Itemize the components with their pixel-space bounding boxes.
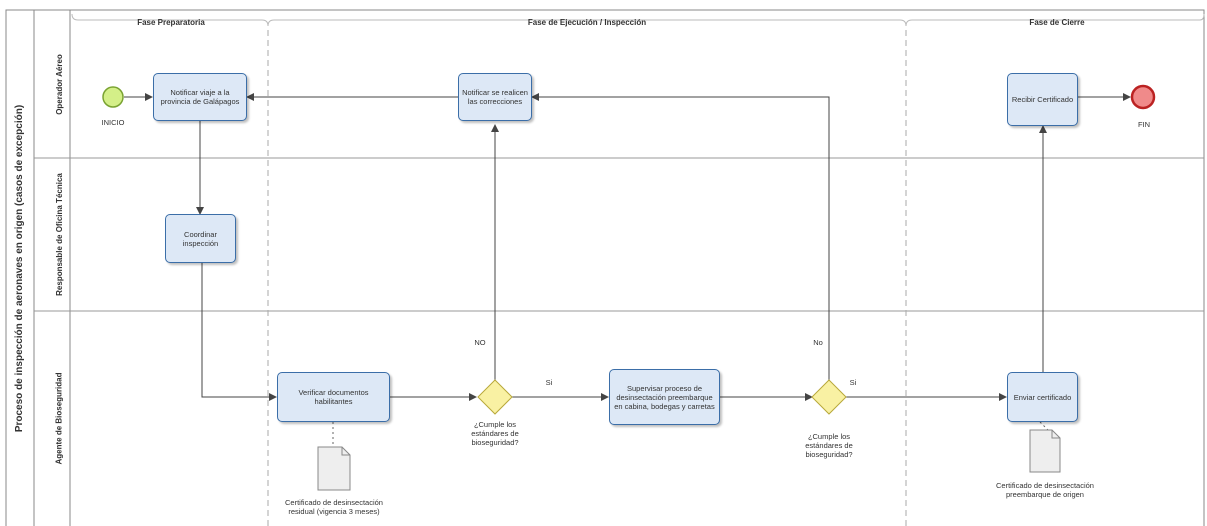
phase-brace-2 bbox=[267, 19, 907, 27]
task-enviar-certificado[interactable]: Enviar certificado bbox=[1007, 372, 1078, 422]
flow-g2-to-t2 bbox=[531, 93, 830, 380]
phase-title-ejecucion: Fase de Ejecución / Inspección bbox=[527, 18, 647, 27]
start-event-label: INICIO bbox=[101, 118, 125, 127]
document-icon-2 bbox=[1029, 429, 1061, 473]
document-label-1: Certificado de desinsectación residual (… bbox=[285, 498, 383, 516]
end-event-label: FIN bbox=[1137, 120, 1151, 129]
flow-label-no-1: NO bbox=[474, 338, 486, 347]
end-event-icon bbox=[1130, 84, 1156, 110]
task-coordinar-inspeccion[interactable]: Coordinar inspección bbox=[165, 214, 236, 263]
pool-title: Proceso de inspección de aeronaves en or… bbox=[14, 104, 26, 432]
flow-label-no-2: No bbox=[813, 338, 823, 347]
lane-label-oficina-tecnica: Responsable de Oficina Técnica bbox=[54, 173, 64, 296]
lane-label-operador: Operador Aéreo bbox=[54, 53, 64, 115]
lane-label-bioseguridad: Agente de Bioseguridad bbox=[54, 372, 64, 465]
flow-label-si-2: Si bbox=[849, 378, 857, 387]
flow-t4-to-t5 bbox=[201, 263, 277, 401]
start-event-icon bbox=[102, 86, 124, 108]
gateway-1-label: ¿Cumple los estándares de bioseguridad? bbox=[471, 420, 519, 447]
pool-frame bbox=[5, 9, 1205, 526]
document-label-2: Certificado de desinsectación preembarqu… bbox=[996, 481, 1094, 499]
task-recibir-certificado[interactable]: Recibir Certificado bbox=[1007, 73, 1078, 126]
phase-brace-3 bbox=[905, 13, 1205, 27]
phase-brace-1 bbox=[71, 13, 269, 27]
gateway-1-icon bbox=[477, 379, 513, 415]
task-verificar-documentos[interactable]: Verificar documentos habilitantes bbox=[277, 372, 390, 422]
phase-title-cierre: Fase de Cierre bbox=[1029, 18, 1085, 27]
flow-label-si-1: Si bbox=[545, 378, 553, 387]
task-supervisar-desinsectacion[interactable]: Supervisar proceso de desinsectación pre… bbox=[609, 369, 720, 425]
document-icon-1 bbox=[317, 446, 351, 491]
gateway-2-icon bbox=[811, 379, 847, 415]
phase-title-preparatoria: Fase Preparatoria bbox=[137, 18, 205, 27]
gateway-2-label: ¿Cumple los estándares de bioseguridad? bbox=[805, 432, 853, 459]
task-notificar-viaje[interactable]: Notificar viaje a la provincia de Galápa… bbox=[153, 73, 247, 121]
task-notificar-correcciones[interactable]: Notificar se realicen las correcciones bbox=[458, 73, 532, 121]
